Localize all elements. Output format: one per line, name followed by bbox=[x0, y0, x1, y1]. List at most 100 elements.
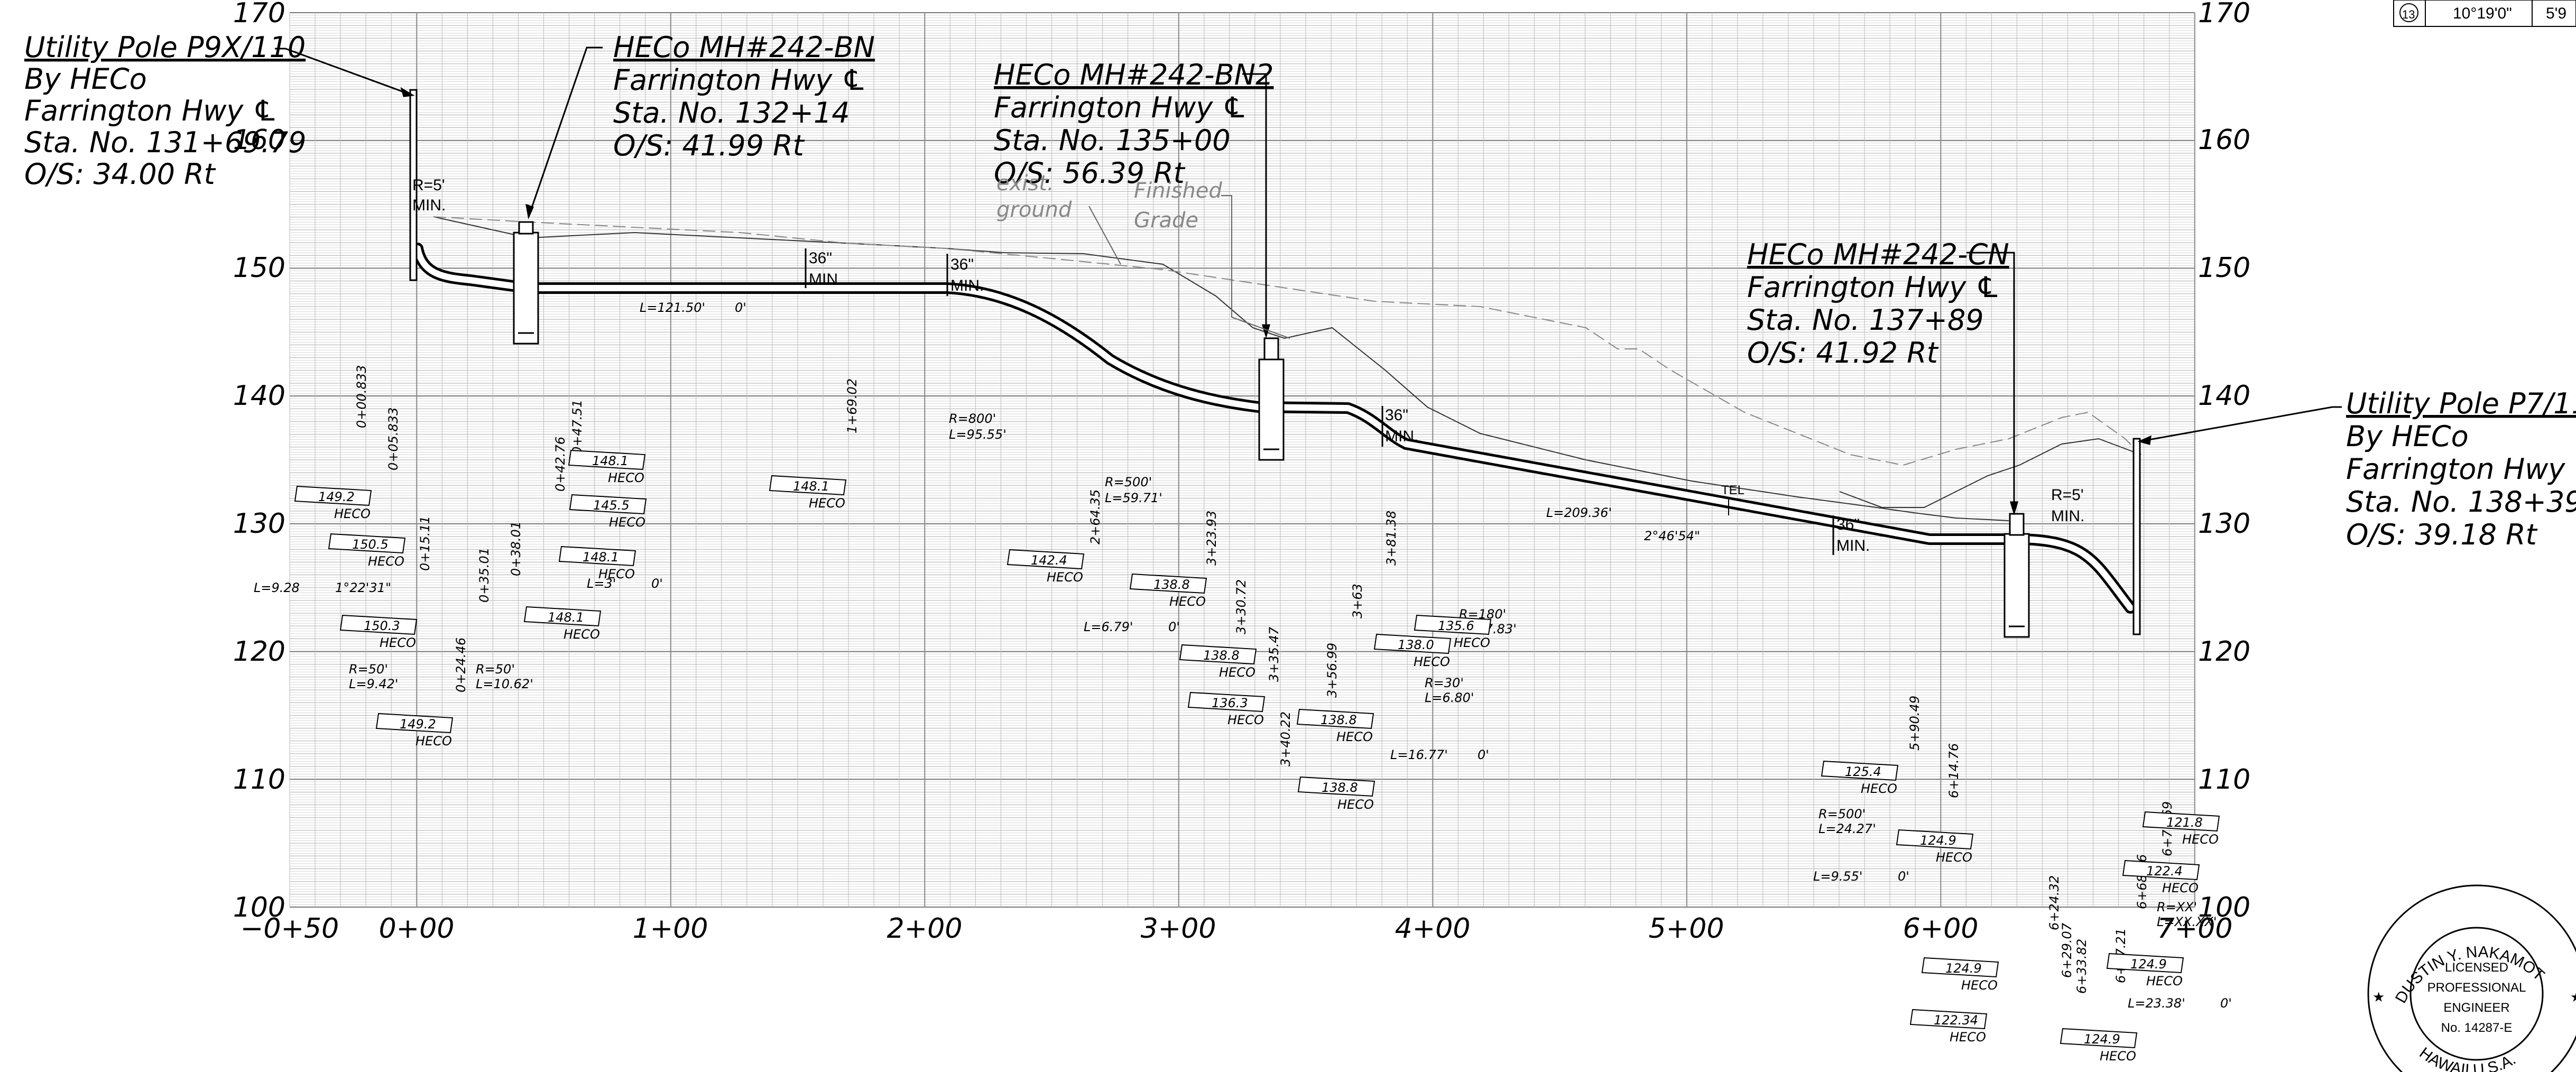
length-note: L=16.77' bbox=[1390, 747, 1448, 762]
utility-pole-left bbox=[409, 89, 418, 281]
conduit-profile-inner bbox=[414, 245, 2134, 611]
length-note: L=23.38' bbox=[2128, 996, 2185, 1011]
elevation-tick-right: 100 bbox=[2198, 892, 2250, 923]
elevation-tick-left: 110 bbox=[233, 764, 285, 796]
elevation-tag-value: 138.8 bbox=[1321, 713, 1357, 727]
station-tick: 2+00 bbox=[887, 913, 963, 945]
elevation-tag-value: 148.1 bbox=[583, 550, 619, 565]
manhole-cn bbox=[2003, 513, 2030, 638]
station-tick: 1+00 bbox=[633, 913, 708, 945]
elevation-tag-owner: HECO bbox=[416, 734, 452, 748]
structure-note-line: Sta. No. 137+89 bbox=[1747, 303, 1984, 337]
curve-note-line: R=XX' bbox=[2157, 900, 2197, 914]
structure-note-line: Sta. No. 138+39.61 bbox=[2346, 485, 2576, 519]
curve-note-line: L=6.80' bbox=[1425, 690, 1474, 705]
length-note: 0' bbox=[2220, 996, 2232, 1011]
elevation-tag-owner: HECO bbox=[2162, 881, 2199, 895]
elevation-tag-owner: HECO bbox=[334, 506, 371, 521]
elevation-tag-owner: HECO bbox=[598, 567, 635, 581]
elevation-tick-right: 170 bbox=[2198, 0, 2250, 29]
stamp-star-icon: ★ bbox=[2372, 989, 2385, 1005]
cover-note-line: 36" bbox=[1836, 516, 1860, 533]
elevation-tag-value: 138.8 bbox=[1153, 577, 1190, 592]
cover-note-line: MIN. bbox=[950, 277, 984, 294]
elevation-tag-owner: HECO bbox=[1169, 594, 1206, 609]
elevation-tag-value: 124.9 bbox=[2084, 1032, 2120, 1047]
station-label: 1+69.02 bbox=[845, 378, 860, 433]
cover-notes: 36" MIN. 36" MIN. 36" MIN. 36" MIN. bbox=[805, 248, 1870, 555]
station-label: 0+24.46 bbox=[454, 637, 468, 692]
elevation-tag-value: 149.2 bbox=[400, 717, 436, 732]
elevation-tag-owner: HECO bbox=[1336, 729, 1373, 744]
curve-table-cell: 13 bbox=[2402, 8, 2415, 21]
structure-note-line: Farrington Hwy ℄ bbox=[994, 91, 1248, 124]
structure-note-line: HECo MH#242-BN2 bbox=[994, 58, 1273, 91]
station-label: 6+14.76 bbox=[1946, 743, 1961, 798]
curve-table bbox=[2393, 0, 2576, 27]
curve-note-line: L=24.27' bbox=[1818, 821, 1876, 836]
station-label: 0+47.51 bbox=[570, 400, 585, 455]
segment-note: 0' bbox=[735, 300, 746, 315]
finished-grade-line bbox=[433, 216, 2141, 466]
elevation-tag-value: 121.8 bbox=[2166, 815, 2203, 830]
elevation-tick-left: 170 bbox=[233, 0, 285, 29]
elevation-tag-owner: HECO bbox=[1936, 850, 1972, 865]
length-notes: L=9.28 1°22'31" L=3' 0' L=6.79' 0' L=16.… bbox=[254, 576, 2232, 1011]
curve-note-line: L=95.55' bbox=[949, 427, 1007, 442]
elevation-tag-value: 136.3 bbox=[1212, 696, 1248, 710]
callout-leaders bbox=[275, 47, 2342, 516]
elevation-tag-owner: HECO bbox=[1227, 713, 1264, 727]
length-note: 0' bbox=[1478, 747, 1489, 762]
station-label: 0+38.01 bbox=[509, 521, 523, 576]
structure-note-line: Sta. No. 132+14 bbox=[613, 96, 850, 130]
segment-note: L=121.50' bbox=[640, 300, 705, 315]
stamp-line: ENGINEER bbox=[2443, 1001, 2509, 1015]
structure-note-line: HECo MH#242-BN bbox=[613, 31, 875, 64]
elevation-tag-value: 142.4 bbox=[1031, 553, 1067, 568]
station-tick: 7+00 bbox=[2157, 913, 2233, 945]
elevation-tick-right: 120 bbox=[2198, 636, 2250, 668]
finished-grade-label-line: Grade bbox=[1134, 208, 1198, 233]
finished-grade-label-line: Finished bbox=[1134, 179, 1222, 203]
radius-note-line: MIN. bbox=[2051, 507, 2084, 525]
manhole-bn bbox=[513, 221, 539, 345]
radius-note-line: R=5' bbox=[2051, 486, 2084, 504]
elevation-tag-value: 124.9 bbox=[1920, 833, 1956, 848]
structure-note-line: O/S: 41.99 Rt bbox=[613, 129, 805, 162]
elevation-tag-owner: HECO bbox=[1454, 635, 1490, 650]
elevation-tag-owner: HECO bbox=[809, 496, 845, 511]
elevation-tag-owner: HECO bbox=[2146, 974, 2183, 988]
length-note: 0' bbox=[651, 576, 663, 591]
elevation-tag-owner: HECO bbox=[2100, 1049, 2136, 1064]
curve-note-line: L=9.42' bbox=[349, 677, 399, 691]
curve-note-line: L=10.62' bbox=[476, 677, 533, 691]
curve-notes: R=800' L=95.55' R=500' L=59.71' R=50' L=… bbox=[349, 411, 2217, 929]
elevation-tag-owner: HECO bbox=[1950, 1030, 1986, 1045]
station-label: 0+42.76 bbox=[553, 437, 568, 492]
station-label: 3+56.99 bbox=[1325, 643, 1340, 698]
structure-note-line: Sta. No. 135+00 bbox=[994, 124, 1231, 157]
surface-label-leader bbox=[1088, 206, 1121, 265]
station-label: 2+64.35 bbox=[1088, 489, 1103, 544]
cover-note-line: MIN. bbox=[1385, 428, 1418, 445]
station-label: 0+05.833 bbox=[386, 408, 401, 470]
structure-note-line: Utility Pole P9X/110 bbox=[24, 31, 306, 64]
